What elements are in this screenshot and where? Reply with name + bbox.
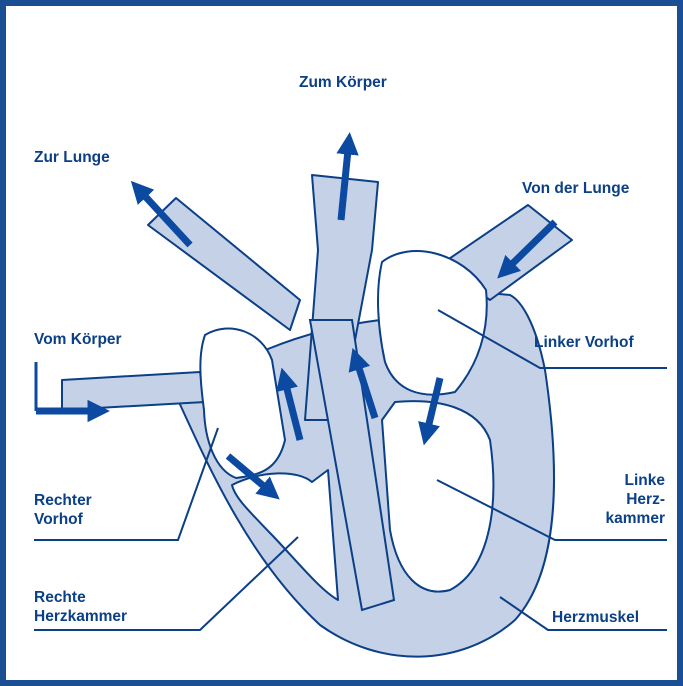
label-zum-koerper: Zum Körper [299,73,387,92]
label-linke-herzkammer: Linke Herz- kammer [580,471,665,528]
pulmonary-artery [148,198,300,330]
label-von-der-lunge: Von der Lunge [522,179,629,198]
label-linker-vorhof: Linker Vorhof [534,333,634,352]
label-herzmuskel: Herzmuskel [552,608,639,627]
label-zur-lunge: Zur Lunge [34,148,110,167]
label-rechter-vorhof: Rechter Vorhof [34,491,92,529]
label-rechte-herzkammer: Rechte Herzkammer [34,588,127,626]
label-vom-koerper: Vom Körper [34,330,122,349]
